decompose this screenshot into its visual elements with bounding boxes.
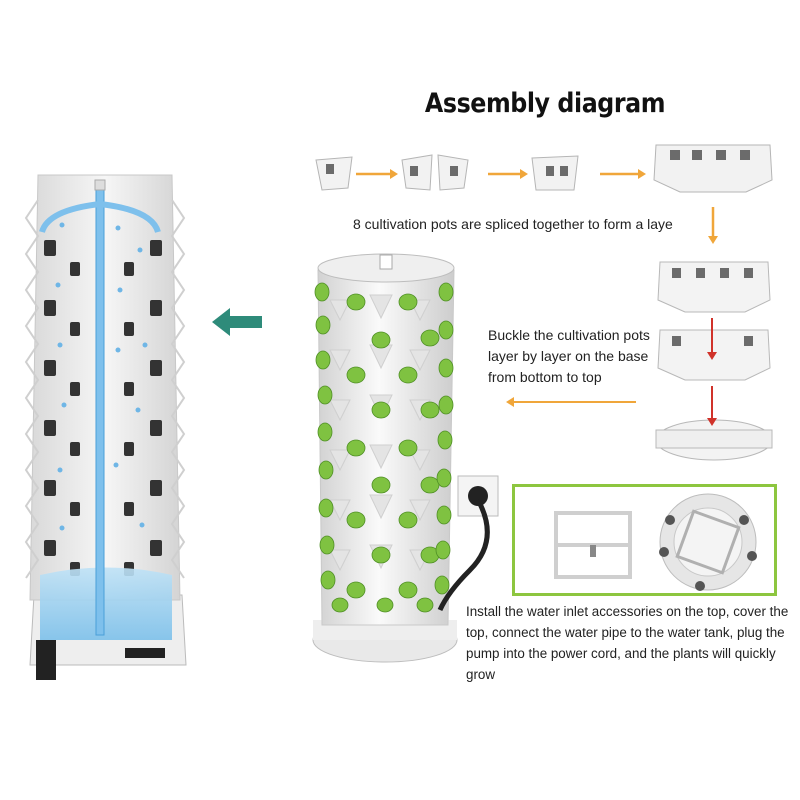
- step-2-caption: Buckle the cultivation pots layer by lay…: [488, 327, 650, 385]
- step-1-caption: 8 cultivation pots are spliced together …: [353, 216, 673, 232]
- diagram-title: Assembly diagram: [424, 88, 666, 119]
- step-3-caption: Install the water inlet accessories on t…: [466, 604, 789, 682]
